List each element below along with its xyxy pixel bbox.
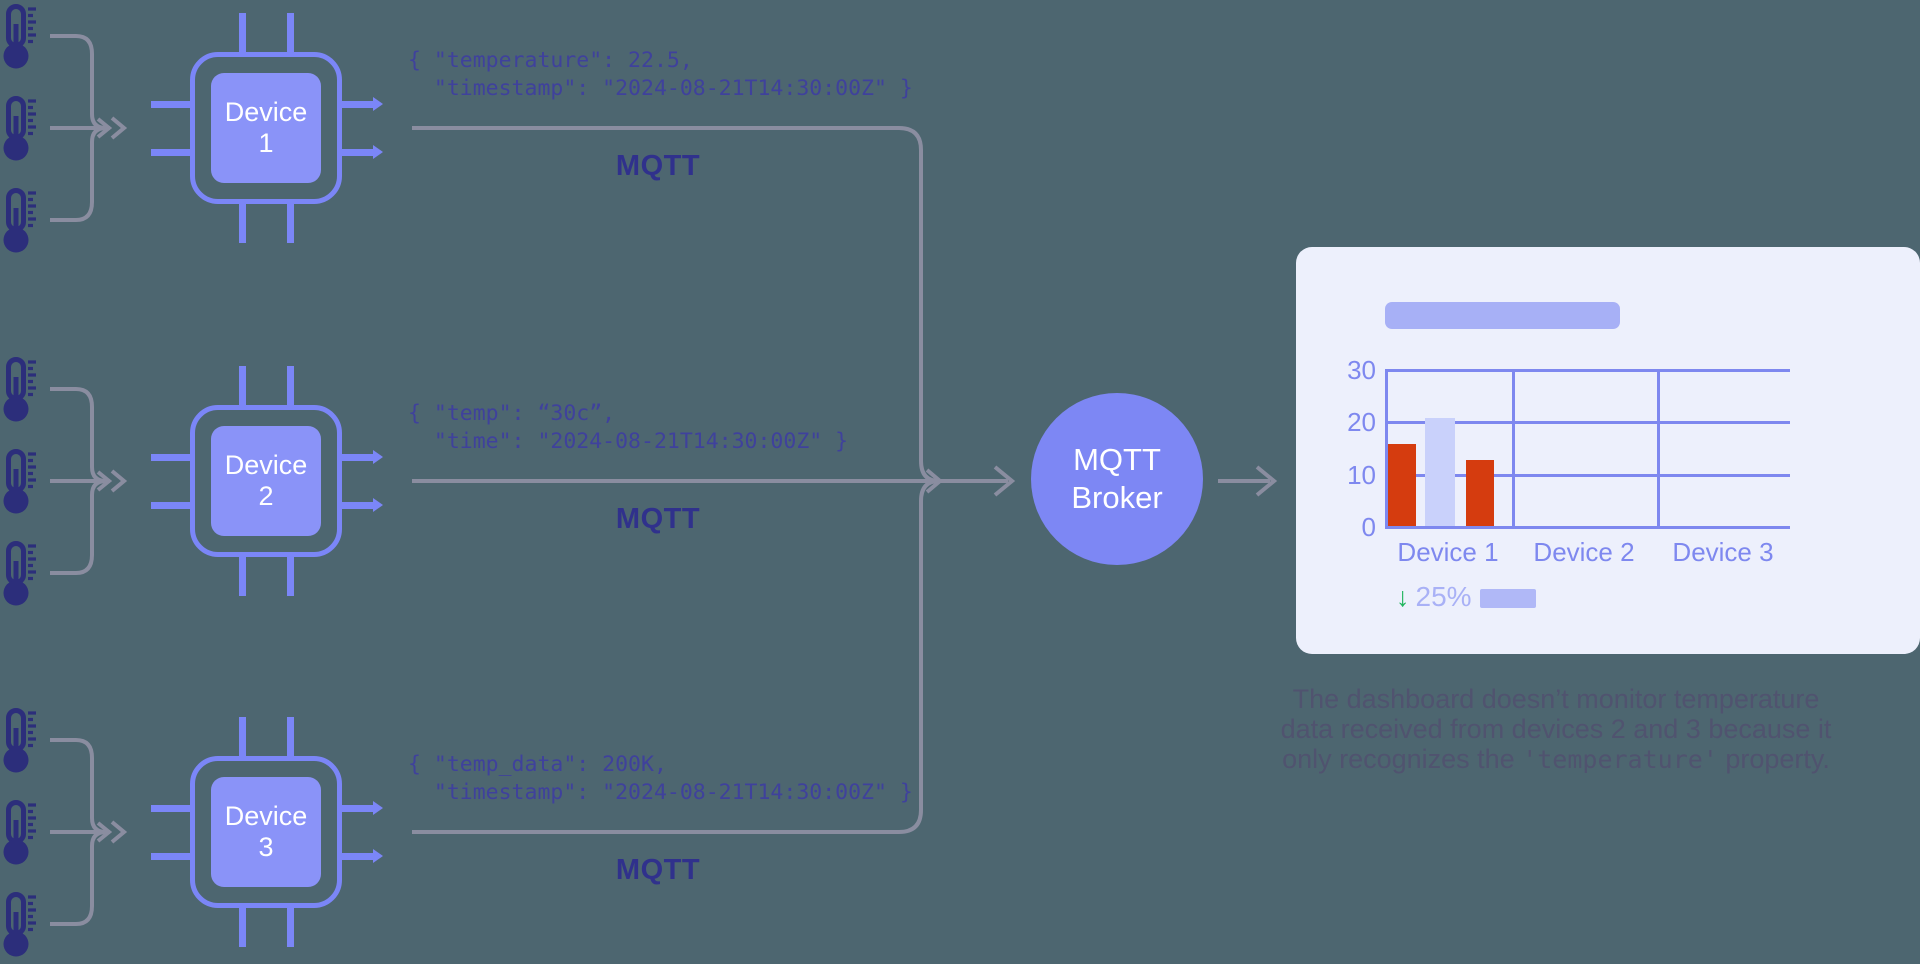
chip-pin [151,453,190,461]
chip-device-3: Device 3 [151,717,383,947]
y-axis-tick-label: 20 [1347,407,1376,438]
chip-pin [342,449,383,464]
chip-pin [238,908,246,947]
thermometer-icon [2,541,36,607]
protocol-label: MQTT [615,503,701,535]
device-label: Device 2 [211,426,321,536]
y-axis-tick-label: 10 [1347,459,1376,490]
chip-pin [238,557,246,596]
arrowhead [1255,465,1278,497]
device-group-3: Device 3 { "temp_data": 200K, "timestamp… [0,704,1040,964]
chip-pin [286,908,294,947]
thermometer-icon [2,892,36,958]
chip-pin [151,501,190,509]
gridline [1385,473,1790,477]
chip-pin [238,717,246,756]
chart-bar-reading-2 [1425,418,1455,528]
broker-label-line1: MQTT [1073,442,1161,477]
chip-pin [238,13,246,52]
gridline [1512,369,1515,529]
json-payload: { "temp": “30c”, "time": "2024-08-21T14:… [408,401,849,454]
chip-pin [151,100,190,108]
chip-pin [342,800,383,815]
chip-pin [286,366,294,405]
chip-device-2: Device 2 [151,366,383,596]
chip-pin [286,13,294,52]
protocol-label: MQTT [615,150,701,182]
json-payload: { "temperature": 22.5, "timestamp": "202… [408,48,913,101]
trend-down-arrow-icon: ↓ [1396,582,1410,612]
chart-bar-reading-1 [1388,444,1416,528]
caption-line-1: The dashboard doesn’t monitor temperatur… [1292,684,1820,714]
chip-pin [151,148,190,156]
x-axis-category-label: Device 2 [1533,537,1635,567]
broker-label-line2: Broker [1071,480,1163,515]
thermometer-icon [2,449,36,515]
device-label: Device 1 [211,73,321,183]
chip-device-1: Device 1 [151,13,383,243]
json-payload: { "temp_data": 200K, "timestamp": "2024-… [408,752,913,805]
chip-outline [190,756,342,908]
trend-placeholder-bar [1479,589,1536,608]
thermometer-icon [2,188,36,254]
chip-pin [286,557,294,596]
thermometer-icon [2,800,36,866]
x-axis-line [1385,526,1790,529]
caption-line-3: only recognizes the 'temperature' proper… [1282,744,1830,774]
chip-pin [286,204,294,243]
device-name: Device [224,97,308,127]
mqtt-broker-node: MQTT Broker [1031,393,1203,565]
caption-code-token: 'temperature' [1522,745,1718,774]
thermometer-icon [2,96,36,162]
gridline [1385,421,1790,425]
chip-outline [190,405,342,557]
chip-pin [238,366,246,405]
chip-pin [342,848,383,863]
chip-pin [151,804,190,812]
y-axis-line [1385,369,1388,529]
thermometer-icon [2,708,36,774]
chip-pin [151,852,190,860]
protocol-label: MQTT [615,854,701,886]
chip-outline [190,52,342,204]
device-group-2: Device 2 { "temp": “30c”, "time": "2024-… [0,353,1040,613]
y-axis-tick-label: 30 [1347,355,1376,385]
device-name: Device [224,801,308,831]
chip-pin [342,96,383,111]
thermometer-icon [2,4,36,70]
trend-percentage: 25% [1415,581,1472,612]
device-number: 3 [258,832,274,862]
device-number: 1 [258,128,274,158]
device-number: 2 [258,481,274,511]
x-axis-category-label: Device 3 [1672,537,1774,567]
caption-text: The dashboard doesn’t monitor temperatur… [1245,684,1867,775]
chip-pin [238,204,246,243]
device-group-1: Device 1 { "temperature": 22.5, "timesta… [0,0,1040,260]
chip-pin [342,144,383,159]
y-axis-tick-label: 0 [1361,512,1376,542]
caption-line-2: data received from devices 2 and 3 becau… [1280,714,1832,744]
x-axis-category-label: Device 1 [1397,537,1499,567]
gridline [1385,369,1790,372]
chip-pin [286,717,294,756]
chart-title-placeholder-bar [1385,302,1620,329]
device-label: Device 3 [211,777,321,887]
thermometer-icon [2,357,36,423]
trend-indicator: ↓ 25% [1396,583,1536,611]
gridline [1657,369,1660,529]
chart-bar-reading-3 [1466,459,1494,528]
device-name: Device [224,450,308,480]
chip-pin [342,497,383,512]
